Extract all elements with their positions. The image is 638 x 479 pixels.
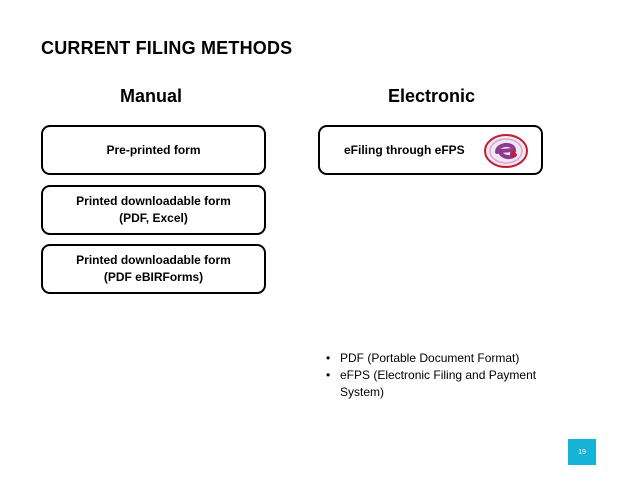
list-item: eFPS (Electronic Filing and Payment Syst…: [326, 367, 566, 401]
manual-box-line1: Pre-printed form: [106, 142, 201, 157]
manual-box-preprinted: Pre-printed form: [41, 125, 266, 175]
efps-logo-icon: [484, 134, 528, 168]
electronic-box-efps: eFiling through eFPS: [318, 125, 543, 175]
manual-box-line2: (PDF eBIRForms): [103, 270, 204, 284]
notes-list: PDF (Portable Document Format) eFPS (Ele…: [326, 350, 566, 401]
electronic-heading: Electronic: [388, 86, 476, 106]
manual-box-line2: (PDF, Excel): [119, 211, 188, 225]
manual-box-downloadable-ebirforms: Printed downloadable form (PDF eBIRForms…: [41, 244, 266, 294]
manual-box-line1: Printed downloadable form: [76, 253, 231, 267]
manual-heading: Manual: [120, 86, 183, 106]
electronic-box-label: eFiling through eFPS: [344, 142, 465, 157]
manual-box-line1: Printed downloadable form: [76, 194, 231, 208]
manual-box-downloadable-pdf-excel: Printed downloadable form (PDF, Excel): [41, 185, 266, 235]
slide-title: CURRENT FILING METHODS: [41, 38, 293, 58]
list-item: PDF (Portable Document Format): [326, 350, 566, 367]
page-number-badge: 19: [568, 439, 596, 465]
